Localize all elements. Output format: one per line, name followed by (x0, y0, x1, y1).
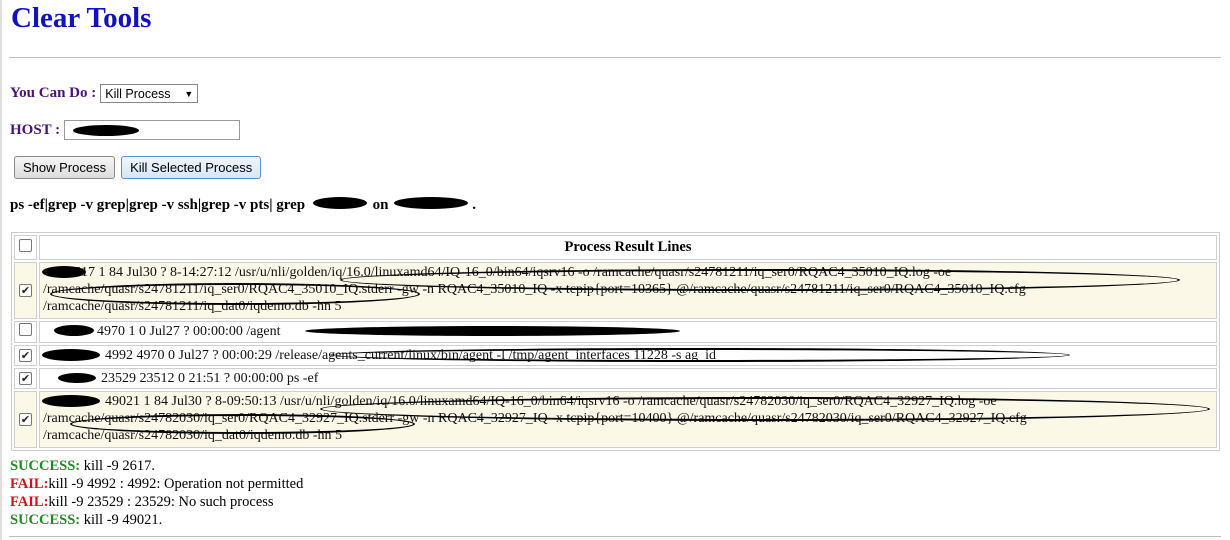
action-select[interactable]: Kill Process ▼ (100, 84, 199, 103)
result-line: FAIL:kill -9 4992 : 4992: Operation not … (10, 475, 303, 493)
result-message: kill -9 4992 : 4992: Operation not permi… (48, 476, 304, 492)
kill-selected-process-button[interactable]: Kill Selected Process (121, 156, 262, 179)
redaction-mark (305, 326, 680, 336)
row-checkbox[interactable]: ✔ (19, 283, 32, 297)
redaction-mark (330, 348, 1070, 362)
divider (9, 57, 1221, 58)
redaction-mark (73, 125, 140, 136)
redaction-mark (340, 269, 1180, 291)
process-line-text: 23529 23512 0 21:51 ? 00:00:00 ps -ef (101, 371, 319, 386)
left-border (0, 0, 2, 540)
result-line: SUCCESS: kill -9 2617. (10, 457, 303, 475)
redaction-mark (309, 197, 369, 209)
table-row: 4970 1 0 Jul27 ? 00:00:00 /agent (14, 321, 1217, 343)
table-row: ✔ 49021 1 84 Jul30 ? 8-09:50:13 /usr/u/n… (14, 391, 1217, 448)
redaction-mark (42, 395, 100, 407)
row-checkbox-cell: ✔ (14, 368, 37, 389)
result-line: SUCCESS: kill -9 49021. (10, 511, 303, 529)
process-line: 4992 4970 0 Jul27 ? 00:00:29 /release/ag… (39, 345, 1217, 366)
redaction-mark (50, 283, 420, 305)
host-label: HOST : (10, 121, 61, 138)
result-message: kill -9 23529 : 23529: No such process (48, 494, 274, 510)
redaction-mark (42, 266, 86, 278)
action-select-value: Kill Process (105, 86, 171, 101)
table-row: ✔ 4992 4970 0 Jul27 ? 00:00:29 /release/… (14, 345, 1217, 366)
result-message: kill -9 49021. (80, 512, 163, 528)
row-checkbox[interactable] (19, 323, 32, 336)
page-title: Clear Tools (11, 2, 152, 34)
result-message: kill -9 2617. (80, 458, 156, 474)
action-buttons: Show Process Kill Selected Process (14, 156, 262, 179)
redaction-mark (54, 325, 94, 336)
row-checkbox[interactable]: ✔ (19, 348, 32, 362)
row-checkbox-cell: ✔ (14, 391, 37, 448)
redaction-mark (70, 414, 415, 434)
redaction-mark (320, 397, 1210, 421)
kill-results: SUCCESS: kill -9 2617. FAIL:kill -9 4992… (10, 457, 303, 529)
host-row: HOST : (10, 120, 241, 140)
command-line: ps -ef|grep -v grep|grep -v ssh|grep -v … (10, 197, 476, 214)
result-status: SUCCESS: (10, 458, 81, 474)
result-line: FAIL:kill -9 23529 : 23529: No such proc… (10, 493, 303, 511)
process-line-text: 4970 1 0 Jul27 ? 00:00:00 /agent (97, 324, 281, 339)
select-all-cell (14, 235, 37, 260)
row-checkbox[interactable]: ✔ (19, 412, 32, 426)
process-line: 4970 1 0 Jul27 ? 00:00:00 /agent (39, 321, 1217, 343)
result-status: FAIL: (10, 494, 49, 510)
host-input[interactable] (64, 120, 241, 140)
row-checkbox-cell: ✔ (14, 262, 37, 319)
redaction-mark (42, 349, 100, 361)
command-suffix: . (472, 197, 476, 213)
process-line: 49021 1 84 Jul30 ? 8-09:50:13 /usr/u/nli… (39, 391, 1217, 448)
you-can-do-label: You Can Do : (10, 85, 97, 101)
action-row: You Can Do : Kill Process ▼ (10, 84, 199, 103)
select-all-checkbox[interactable] (19, 238, 32, 252)
process-table: Process Result Lines ✔ 2617 1 84 Jul30 ?… (11, 232, 1220, 451)
redaction-mark (58, 373, 96, 383)
process-line: 23529 23512 0 21:51 ? 00:00:00 ps -ef (39, 368, 1217, 389)
result-status: FAIL: (10, 476, 49, 492)
command-text: ps -ef|grep -v grep|grep -v ssh|grep -v … (10, 197, 306, 213)
row-checkbox-cell (14, 321, 37, 343)
redaction-mark (392, 197, 472, 209)
dropdown-arrow-icon: ▼ (184, 88, 194, 99)
result-status: SUCCESS: (10, 512, 81, 528)
command-on: on (372, 197, 389, 213)
divider (9, 536, 1221, 537)
row-checkbox[interactable]: ✔ (19, 371, 32, 385)
column-header: Process Result Lines (39, 235, 1217, 260)
show-process-button[interactable]: Show Process (14, 156, 116, 179)
process-line: 2617 1 84 Jul30 ? 8-14:27:12 /usr/u/nli/… (39, 262, 1217, 319)
row-checkbox-cell: ✔ (14, 345, 37, 366)
table-header-row: Process Result Lines (14, 235, 1217, 260)
table-row: ✔ 2617 1 84 Jul30 ? 8-14:27:12 /usr/u/nl… (14, 262, 1217, 319)
table-row: ✔ 23529 23512 0 21:51 ? 00:00:00 ps -ef (14, 368, 1217, 389)
